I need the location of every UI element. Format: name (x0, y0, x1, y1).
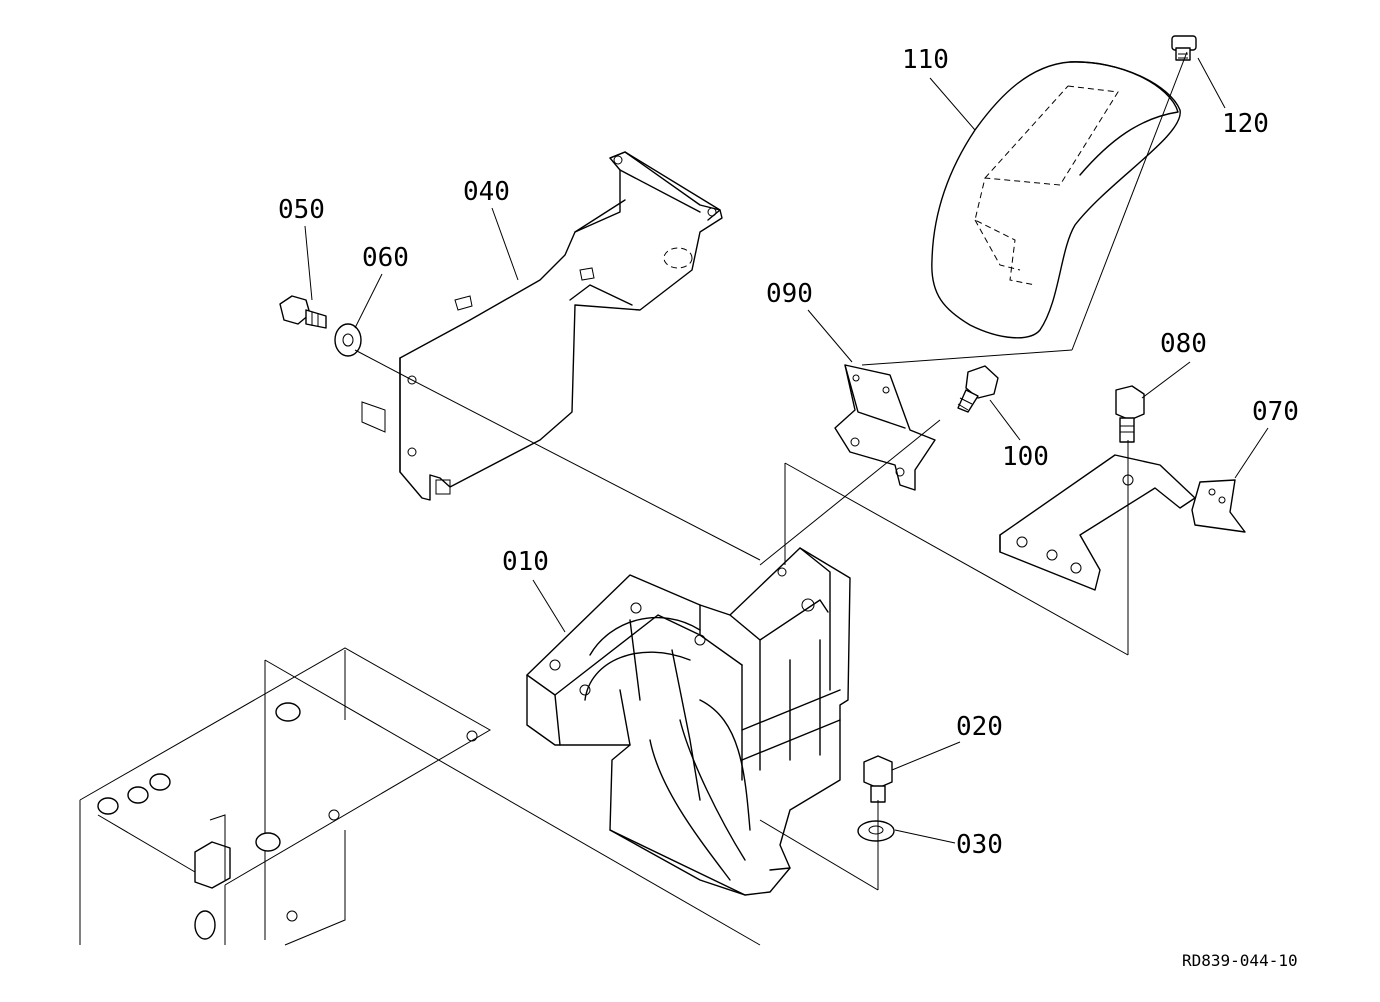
bolt-020 (863, 755, 893, 803)
bolt-080 (1115, 385, 1145, 443)
console-frame (526, 547, 851, 896)
washer-030 (857, 820, 895, 842)
label-070: 070 (1252, 397, 1299, 427)
alignment-lines (264, 51, 1188, 946)
label-110: 110 (902, 45, 949, 75)
mounting-plate (834, 364, 936, 491)
part-labels: 110 120 040 050 060 090 080 070 100 010 … (278, 45, 1299, 860)
label-050: 050 (278, 195, 325, 225)
label-120: 120 (1222, 109, 1269, 139)
label-030: 030 (956, 830, 1003, 860)
callout-leaders (304, 57, 1269, 844)
drawing-reference: RD839-044-10 (1182, 951, 1298, 970)
washer-060 (334, 323, 362, 357)
label-080: 080 (1160, 329, 1207, 359)
bolt-100 (957, 365, 999, 413)
bracket-cover (361, 151, 723, 501)
label-010: 010 (502, 547, 549, 577)
l-bracket (999, 454, 1246, 591)
screw-120 (1171, 35, 1197, 61)
label-020: 020 (956, 712, 1003, 742)
machine-body (79, 647, 492, 946)
label-090: 090 (766, 279, 813, 309)
label-060: 060 (362, 243, 409, 273)
armrest-cushion (931, 61, 1181, 339)
label-040: 040 (463, 177, 510, 207)
label-100: 100 (1002, 442, 1049, 472)
bolt-050 (279, 295, 327, 329)
